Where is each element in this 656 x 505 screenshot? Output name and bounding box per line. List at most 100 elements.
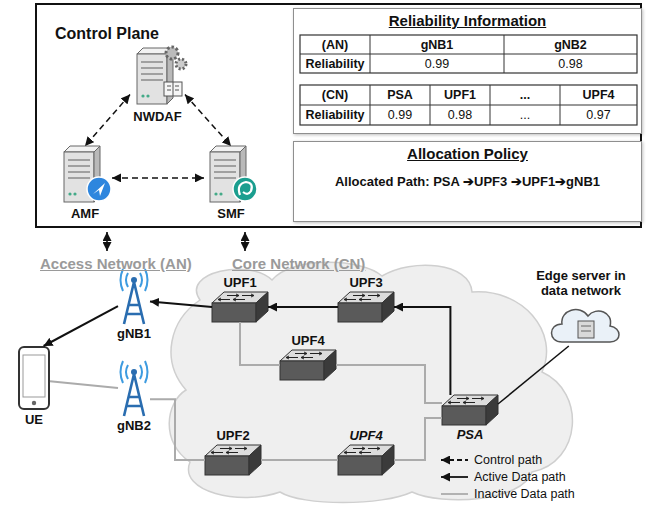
base-station: gNB1 <box>118 268 150 324</box>
table-border <box>300 35 637 73</box>
table-cell: (CN) <box>300 85 370 105</box>
node-label: UPF3 <box>349 275 382 290</box>
node-label: NWDAF <box>133 109 181 124</box>
inactive-data-path <box>240 322 280 365</box>
legend-line <box>441 476 468 478</box>
inactive-data-path <box>394 418 442 460</box>
upf-switch-icon <box>212 292 268 322</box>
legend-sample <box>438 487 470 501</box>
table-border <box>300 85 637 125</box>
nwdaf-server-icon <box>176 59 186 69</box>
base-station-icon <box>121 361 148 416</box>
policy-panel: Allocation PolicyAllocated Path: PSA ➔UP… <box>293 141 642 222</box>
ue-phone-icon <box>32 401 36 405</box>
smf-server-icon <box>210 146 257 202</box>
upf-switch: UPF2 <box>205 445 261 475</box>
edge-server-icon <box>578 321 594 338</box>
table-cell: 0.98 <box>430 105 490 125</box>
edge-server-icon <box>581 326 591 331</box>
table-cell: 0.98 <box>504 54 637 73</box>
legend-text: Control path <box>474 453 542 467</box>
base-station-icon <box>121 269 148 324</box>
amf-function: AMF <box>58 146 112 204</box>
amf-server-icon <box>87 177 111 201</box>
upf-switch-icon <box>205 445 261 475</box>
edge-server: Edge server in data network <box>520 268 642 346</box>
inactive-data-path <box>150 399 205 460</box>
table-cell: PSA <box>370 85 430 105</box>
legend-sample <box>438 453 470 467</box>
panel-heading: Reliability Information <box>294 12 641 29</box>
smf-server-icon <box>239 182 252 195</box>
control-link-arrows <box>107 232 245 251</box>
table-rule <box>370 85 371 125</box>
table-cell: ... <box>490 85 560 105</box>
table-cell: gNB1 <box>370 35 504 54</box>
upf-switch: UPF4 <box>338 445 394 475</box>
control-path <box>112 177 204 179</box>
data-path <box>394 307 450 395</box>
table-cell: UPF4 <box>560 85 637 105</box>
table-rule <box>300 54 637 55</box>
node-label: Edge server in data network <box>520 268 642 298</box>
inactive-data-path <box>336 365 442 403</box>
edge-server-icon <box>552 310 620 342</box>
node-label: UE <box>25 412 43 427</box>
table-rule <box>430 85 431 125</box>
plane-title: Control Plane <box>55 25 159 43</box>
table-rule <box>300 105 637 106</box>
amf-server-icon <box>93 183 105 196</box>
network-name: Core Network (CN) <box>232 254 412 272</box>
table-rule <box>504 35 505 73</box>
data-path <box>498 346 569 404</box>
legend-text: Active Data path <box>474 470 566 484</box>
node-label: UPF4 <box>349 428 382 443</box>
upf-switch-icon <box>280 350 336 380</box>
table-cell: (AN) <box>300 35 370 54</box>
ue-phone-icon <box>19 347 49 409</box>
inactive-data-path <box>50 381 118 388</box>
legend-text: Inactive Data path <box>474 487 575 501</box>
control-link-arrows <box>106 232 108 251</box>
control-path <box>185 95 231 146</box>
control-link-arrows <box>244 232 246 251</box>
table-cell: UPF1 <box>430 85 490 105</box>
ue-phone-icon <box>19 347 49 409</box>
smf-server-icon <box>233 177 257 201</box>
upf-switch: UPF1 <box>212 292 268 322</box>
table-cell: Reliability <box>300 54 370 73</box>
legend-row: Inactive Data path <box>438 485 575 502</box>
legend: Control pathActive Data pathInactive Dat… <box>438 451 575 502</box>
upf-switch-icon <box>205 292 498 475</box>
network-name: Access Network (AN) <box>40 254 215 272</box>
amf-server-icon <box>64 146 111 202</box>
nwdaf-server-icon <box>137 47 186 104</box>
node-label: UPF4 <box>291 333 324 348</box>
nwdaf-server-icon <box>164 82 182 96</box>
node-label: UPF2 <box>216 428 249 443</box>
base-station: gNB2 <box>118 360 150 416</box>
upf-switch-icon <box>338 445 394 475</box>
legend-line <box>441 493 468 495</box>
table-rule <box>490 85 491 125</box>
table-cell: gNB2 <box>504 35 637 54</box>
legend-line <box>441 459 468 461</box>
legend-row: Active Data path <box>438 468 575 485</box>
upf-switch: UPF3 <box>338 292 394 322</box>
upf-switch-icon <box>442 395 498 425</box>
smf-function: SMF <box>204 146 258 204</box>
base-station-icon <box>121 269 148 416</box>
table-cell: 0.97 <box>560 105 637 125</box>
table-rule <box>560 85 561 125</box>
nwdaf-server-icon <box>166 47 178 59</box>
table-cell: ... <box>490 105 560 125</box>
data-path <box>44 306 118 346</box>
upf-switch-icon <box>338 292 394 322</box>
table-cell: Reliability <box>300 105 370 125</box>
psa-switch: PSA <box>442 395 498 425</box>
legend-sample <box>438 470 470 484</box>
table-cell: 0.99 <box>370 105 430 125</box>
node-label: UPF1 <box>223 275 256 290</box>
panel-heading: Allocation Policy <box>294 145 641 162</box>
